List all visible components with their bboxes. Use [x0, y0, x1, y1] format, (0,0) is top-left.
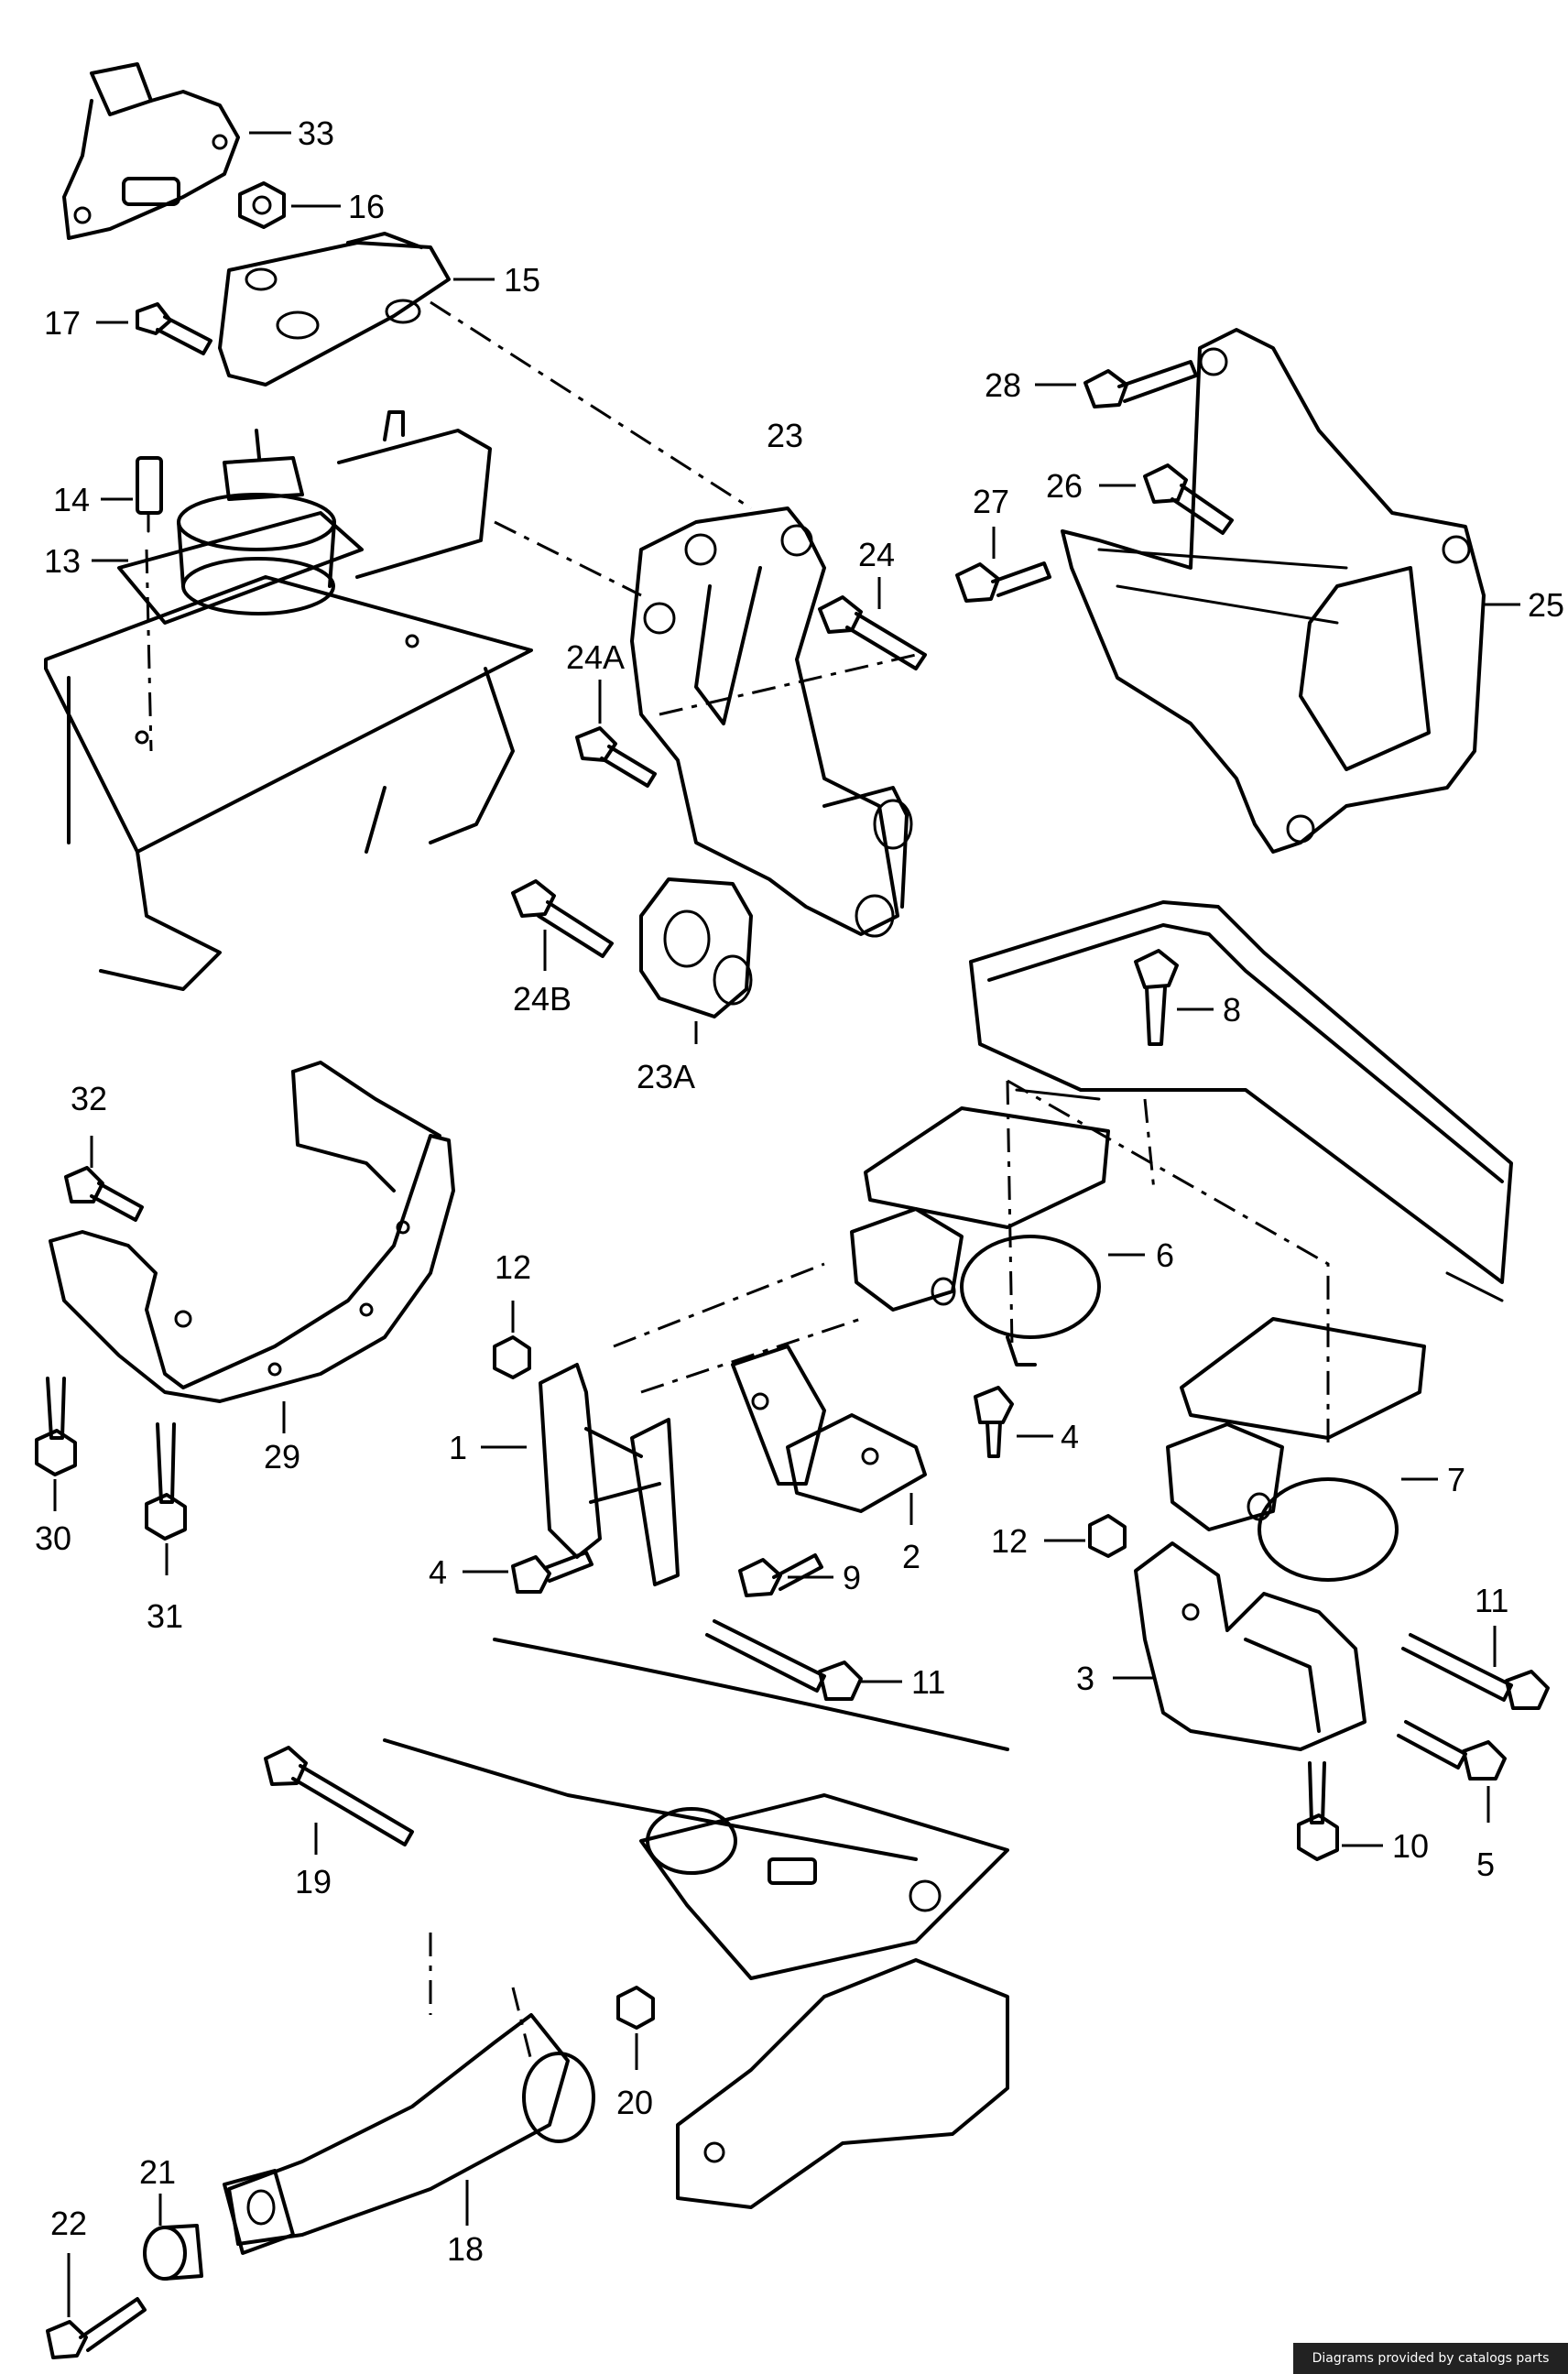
part-26-bolt	[1143, 463, 1234, 535]
alignment-lines	[145, 300, 1330, 2062]
callout-2: 2	[902, 1538, 920, 1575]
engine-block-outline	[44, 575, 533, 991]
part-4b-bolt	[974, 1386, 1014, 1458]
callout-32: 32	[71, 1080, 107, 1117]
part-15-bracket	[218, 232, 451, 387]
part-16-nut	[238, 181, 286, 229]
part-19-bolt	[264, 1746, 414, 1846]
part-32-bolt	[64, 1166, 144, 1222]
part-25-bracket	[1061, 328, 1486, 854]
callout-10: 10	[1392, 1827, 1429, 1865]
part-3-bracket	[1134, 1541, 1367, 1751]
callout-33: 33	[298, 114, 334, 152]
part-13-engine-mount	[117, 410, 492, 625]
part-2-bracket	[731, 1345, 927, 1513]
callout-4-right: 4	[1061, 1418, 1079, 1455]
part-24b-bolt	[511, 879, 614, 958]
callout-26: 26	[1046, 467, 1083, 505]
part-30-bolt	[35, 1377, 77, 1476]
part-1-bracket	[539, 1363, 680, 1586]
part-11a-bolt	[705, 1619, 863, 1701]
callout-1: 1	[449, 1429, 467, 1466]
part-28-bolt	[1083, 360, 1198, 408]
callout-8: 8	[1223, 991, 1241, 1029]
part-11b-bolt	[1401, 1633, 1550, 1710]
callout-21: 21	[139, 2153, 176, 2191]
part-12a-nut	[493, 1335, 531, 1379]
part-4a-bolt	[511, 1551, 593, 1594]
part-8-bolt	[1134, 949, 1179, 1046]
callout-labels: 33 16 15 17 23 28 26 27 25 14 13 24 24A …	[35, 114, 1564, 2268]
callout-18: 18	[447, 2230, 484, 2268]
callout-7: 7	[1447, 1461, 1465, 1498]
callout-11-left: 11	[911, 1663, 945, 1701]
callout-22: 22	[50, 2205, 87, 2242]
part-9-bolt	[738, 1553, 823, 1597]
callout-31: 31	[147, 1597, 183, 1635]
part-23a-bush	[639, 877, 753, 1018]
callout-3: 3	[1076, 1660, 1094, 1697]
callout-5: 5	[1476, 1846, 1495, 1883]
callout-15: 15	[504, 261, 540, 299]
diagram-credit: Diagrams provided by catalogs parts	[1293, 2343, 1568, 2374]
part-33-bracket	[62, 62, 240, 240]
part-23-bracket	[630, 506, 913, 938]
part-7-mount	[1166, 1317, 1426, 1582]
callout-16: 16	[348, 188, 385, 225]
part-27-bolt	[955, 561, 1051, 603]
callout-24: 24	[858, 536, 895, 573]
part-21-washer	[143, 2224, 203, 2281]
callout-24B: 24B	[513, 980, 572, 1018]
callout-9: 9	[843, 1559, 861, 1596]
callout-19: 19	[295, 1863, 332, 1900]
leader-lines	[53, 131, 1520, 2317]
callout-14: 14	[53, 481, 90, 518]
callout-25: 25	[1528, 586, 1564, 624]
part-17-bolt	[136, 302, 212, 355]
callout-27: 27	[973, 483, 1009, 520]
callout-23: 23	[767, 417, 803, 454]
part-24-bolt	[818, 595, 927, 670]
part-24a-bolt	[575, 726, 657, 788]
callout-13: 13	[44, 542, 81, 580]
part-5-bolt	[1397, 1720, 1507, 1780]
subframe-right	[969, 900, 1513, 1302]
part-6-mount	[850, 1106, 1110, 1367]
part-14-stud	[136, 456, 163, 533]
callout-4-left: 4	[429, 1553, 447, 1591]
lower-subframe	[383, 1638, 1009, 2209]
callout-24A: 24A	[566, 638, 625, 676]
callout-12-lower: 12	[991, 1522, 1028, 1560]
callout-30: 30	[35, 1519, 71, 1557]
part-31-bolt	[145, 1422, 187, 1541]
part-29-bracket	[49, 1061, 455, 1403]
part-22-bolt	[46, 2297, 147, 2359]
callout-29: 29	[264, 1438, 300, 1476]
callout-17: 17	[44, 304, 81, 342]
part-20-nut	[616, 1986, 655, 2030]
part-10-bolt	[1297, 1761, 1339, 1861]
callout-11-right: 11	[1475, 1582, 1508, 1619]
part-12b-nut	[1088, 1514, 1127, 1558]
part-18-control-arm	[223, 2013, 595, 2255]
callout-23A: 23A	[637, 1058, 695, 1095]
callout-12-upper: 12	[495, 1248, 531, 1286]
callout-6: 6	[1156, 1236, 1174, 1274]
callout-28: 28	[985, 366, 1021, 404]
callout-20: 20	[616, 2084, 653, 2121]
